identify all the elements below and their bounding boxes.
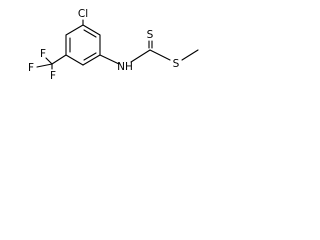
chlorine-label: Cl <box>78 8 88 20</box>
ring-bond <box>65 54 84 66</box>
n-c-bond <box>130 49 151 63</box>
nh-label: NH <box>117 61 133 73</box>
fluorine-top-label: F <box>40 48 46 60</box>
c-cf3-bond <box>51 54 67 65</box>
thione-sulfur-label: S <box>147 29 154 41</box>
s-ch3-bond <box>181 49 199 61</box>
ring-double-bond <box>83 29 97 38</box>
molecule-drawing: Cl F F F NH S S <box>28 8 199 82</box>
thioether-sulfur-label: S <box>173 58 180 70</box>
ring-bond <box>82 24 101 36</box>
ring-bond <box>65 24 84 36</box>
structure-diagram: Cl F F F NH S S <box>0 0 225 112</box>
benzene-ring <box>65 24 101 66</box>
ring-double-bond <box>83 52 97 61</box>
c-f-bond <box>45 57 53 65</box>
c-f-bond <box>36 63 53 68</box>
fluorine-left-label: F <box>28 62 34 74</box>
c-n-bond <box>99 54 120 65</box>
fluorine-bottom-label: F <box>50 70 56 82</box>
c-s-bond <box>149 49 171 61</box>
ring-bond <box>82 54 101 66</box>
